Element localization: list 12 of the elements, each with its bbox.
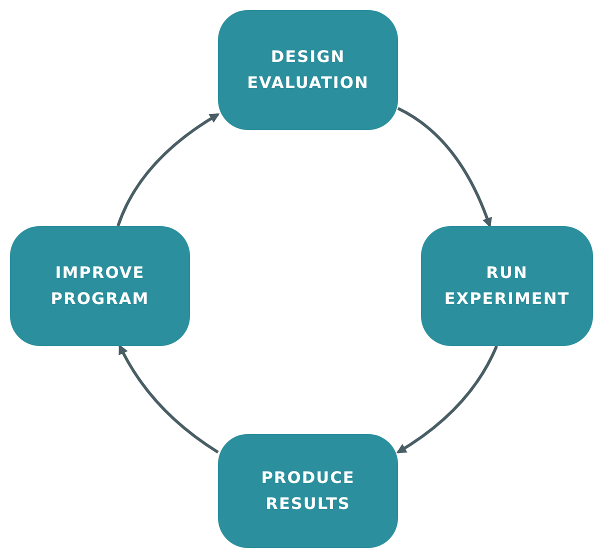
box-label: PRODUCE RESULTS	[260, 467, 356, 515]
process-box	[10, 226, 190, 346]
process-box	[218, 10, 398, 130]
process-box	[218, 434, 398, 548]
curved-arrow	[118, 344, 219, 454]
process-box	[421, 226, 593, 346]
curved-arrow	[116, 113, 220, 227]
curved-arrow	[396, 345, 498, 454]
box-label: DESIGN EVALUATION	[246, 46, 370, 94]
box-label: IMPROVE PROGRAM	[50, 262, 150, 310]
box-label: RUN EXPERIMENT	[443, 262, 571, 310]
curved-arrow	[397, 107, 492, 228]
